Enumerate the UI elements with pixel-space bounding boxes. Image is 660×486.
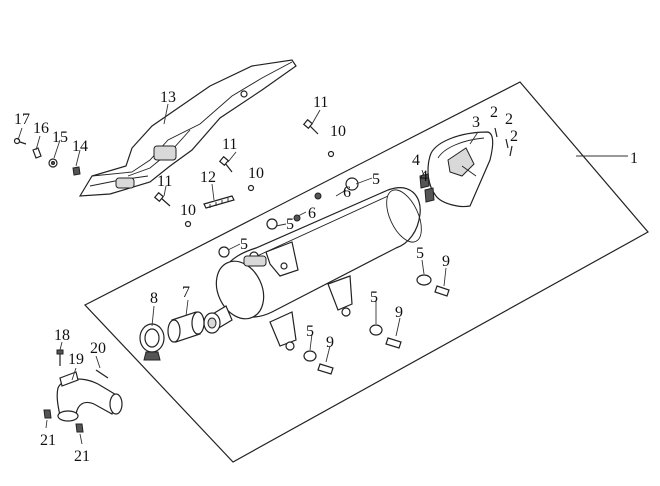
label-part-7: 7 (182, 284, 190, 301)
label-part-10: 10 (180, 202, 196, 219)
end-cap (427, 131, 494, 208)
label-part-3: 3 (472, 114, 480, 131)
label-part-13: 13 (160, 89, 176, 106)
part-labels: 1 2 2 2 3 4 4 5 5 5 5 5 5 6 6 7 8 9 9 9 … (14, 89, 638, 465)
label-part-6: 6 (308, 205, 316, 222)
label-part-21: 21 (40, 432, 56, 449)
end-cap-fasteners (419, 127, 513, 203)
exhaust-bend-pipe (43, 349, 123, 433)
heat-shield (78, 59, 297, 197)
label-part-6: 6 (343, 184, 351, 201)
label-part-9: 9 (326, 334, 334, 351)
label-part-15: 15 (52, 129, 68, 146)
label-part-8: 8 (150, 290, 158, 307)
strap-bracket (203, 195, 235, 209)
label-part-17: 17 (14, 111, 30, 128)
washers-and-bolts-lower (218, 177, 450, 375)
label-part-4: 4 (412, 152, 420, 169)
label-part-11: 11 (313, 94, 328, 111)
label-part-2: 2 (505, 111, 513, 128)
label-part-5: 5 (286, 216, 294, 233)
label-part-12: 12 (200, 169, 216, 186)
label-part-2: 2 (510, 128, 518, 145)
label-part-5: 5 (372, 171, 380, 188)
label-part-5: 5 (306, 323, 314, 340)
label-part-11: 11 (222, 136, 237, 153)
label-part-9: 9 (442, 253, 450, 270)
label-part-21: 21 (74, 448, 90, 465)
leader-lines (17, 103, 628, 445)
label-part-5: 5 (370, 289, 378, 306)
fastener-set-top-left (13, 137, 81, 176)
pipe-clamp (139, 323, 165, 361)
label-part-14: 14 (72, 138, 88, 155)
label-part-19: 19 (68, 351, 84, 368)
label-part-11: 11 (157, 173, 172, 190)
label-part-5: 5 (416, 245, 424, 262)
label-part-16: 16 (33, 120, 49, 137)
label-part-4: 4 (420, 168, 428, 185)
label-part-2: 2 (490, 104, 498, 121)
label-part-18: 18 (54, 327, 70, 344)
label-part-20: 20 (90, 340, 106, 357)
muffler-body (203, 187, 422, 351)
assembly-frame (84, 81, 649, 463)
label-part-10: 10 (330, 123, 346, 140)
gasket-sleeve (167, 311, 205, 343)
bolts-and-washers-upper (153, 118, 335, 228)
label-part-9: 9 (395, 304, 403, 321)
label-part-10: 10 (248, 165, 264, 182)
label-part-5: 5 (240, 236, 248, 253)
label-part-1: 1 (630, 150, 638, 167)
